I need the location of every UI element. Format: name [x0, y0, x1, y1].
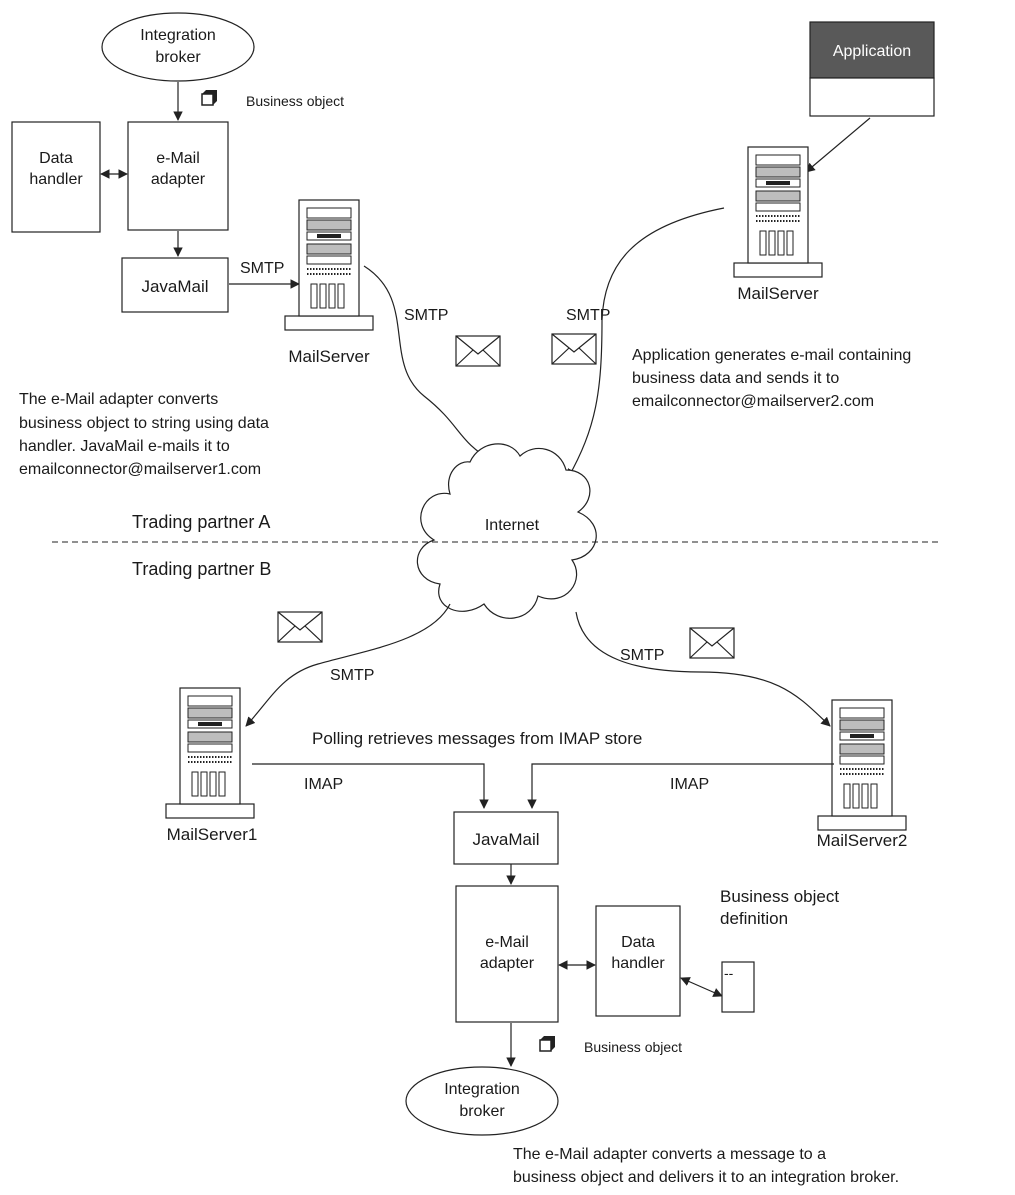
- bottom-email-adapter-box: e-Mail adapter: [455, 885, 559, 1023]
- imap-left-label: IMAP: [304, 776, 343, 793]
- trading-partner-b: Trading partner B: [132, 559, 271, 579]
- svg-text:Data: Data: [39, 150, 73, 167]
- application-box: Application: [809, 21, 935, 117]
- svg-text:emailconnector@mailserver1.com: emailconnector@mailserver1.com: [19, 461, 261, 478]
- svg-text:Integration: Integration: [140, 27, 216, 44]
- svg-text:broker: broker: [155, 49, 201, 66]
- trading-partner-a: Trading partner A: [132, 512, 270, 532]
- svg-text:--: --: [724, 965, 734, 981]
- svg-text:The e-Mail adapter converts a: The e-Mail adapter converts a message to…: [513, 1146, 826, 1163]
- mailserver-icon: [284, 199, 374, 331]
- svg-text:Data: Data: [621, 934, 655, 951]
- svg-text:JavaMail: JavaMail: [472, 830, 539, 849]
- mailserver2-icon: [817, 699, 907, 831]
- svg-text:e-Mail: e-Mail: [485, 934, 529, 951]
- top-business-object-label: Business object: [246, 93, 344, 109]
- svg-text:JavaMail: JavaMail: [141, 277, 208, 296]
- svg-text:business object and delivers i: business object and delivers it to an in…: [513, 1169, 899, 1186]
- svg-text:adapter: adapter: [151, 171, 206, 188]
- svg-text:Application generates e-mail c: Application generates e-mail containing: [632, 347, 911, 364]
- internet-cloud: [416, 443, 597, 619]
- imap-right-label: IMAP: [670, 776, 709, 793]
- envelope-icon: [551, 333, 597, 365]
- bottom-javamail-box: JavaMail: [453, 811, 559, 865]
- smtp-bottom-right-label: SMTP: [620, 647, 664, 664]
- top-integration-broker: Integration broker: [101, 12, 255, 82]
- bottom-business-object-label: Business object: [584, 1039, 682, 1055]
- svg-text:handler: handler: [29, 171, 83, 188]
- bo-definition-label: Business object definition: [720, 887, 839, 928]
- mailserver1-label: MailServer1: [167, 825, 258, 844]
- polling-label: Polling retrieves messages from IMAP sto…: [312, 729, 642, 748]
- svg-text:Business object: Business object: [720, 887, 839, 906]
- svg-text:Integration: Integration: [444, 1081, 520, 1098]
- smtp-bottom-left-label: SMTP: [330, 667, 374, 684]
- svg-text:broker: broker: [459, 1103, 505, 1120]
- svg-text:adapter: adapter: [480, 955, 535, 972]
- mailserver-right-label: MailServer: [737, 284, 819, 303]
- smtp-right-label: SMTP: [566, 307, 610, 324]
- bottom-data-handler-box: Data handler: [595, 905, 681, 1017]
- envelope-icon: [689, 627, 735, 659]
- svg-text:e-Mail: e-Mail: [156, 150, 200, 167]
- mailserver1-icon: [165, 687, 255, 819]
- svg-text:Application: Application: [833, 43, 911, 60]
- envelope-icon: [455, 335, 501, 367]
- note-right: Application generates e-mail containing …: [632, 347, 911, 410]
- svg-text:business data and sends it to: business data and sends it to: [632, 370, 839, 387]
- svg-text:handler. JavaMail e-mails it: handler. JavaMail e-mails it to: [19, 438, 230, 455]
- envelope-icon: [277, 611, 323, 643]
- svg-text:business object to string usin: business object to string using data: [19, 415, 269, 432]
- svg-text:definition: definition: [720, 909, 788, 928]
- mailserver-label: MailServer: [288, 347, 370, 366]
- business-object-icon: [201, 89, 218, 106]
- bottom-integration-broker: Integration broker: [405, 1066, 559, 1136]
- top-javamail-box: JavaMail: [121, 257, 229, 313]
- svg-text:handler: handler: [611, 955, 665, 972]
- svg-text:The e-Mail adapter converts: The e-Mail adapter converts: [19, 391, 218, 408]
- top-smtp-label: SMTP: [240, 260, 284, 277]
- top-email-adapter-box: e-Mail adapter: [127, 121, 229, 231]
- top-data-handler-box: Data handler: [11, 121, 101, 233]
- bottom-note: The e-Mail adapter converts a message to…: [513, 1146, 899, 1186]
- mailserver2-label: MailServer2: [817, 831, 908, 850]
- internet-label: Internet: [485, 517, 540, 534]
- mailserver-right-icon: [733, 146, 823, 278]
- svg-text:emailconnector@mailserver2.com: emailconnector@mailserver2.com: [632, 393, 874, 410]
- smtp-left-label: SMTP: [404, 307, 448, 324]
- note-left: The e-Mail adapter converts business obj…: [19, 391, 269, 478]
- business-object-icon: [539, 1035, 556, 1052]
- document-icon: --: [721, 961, 755, 1013]
